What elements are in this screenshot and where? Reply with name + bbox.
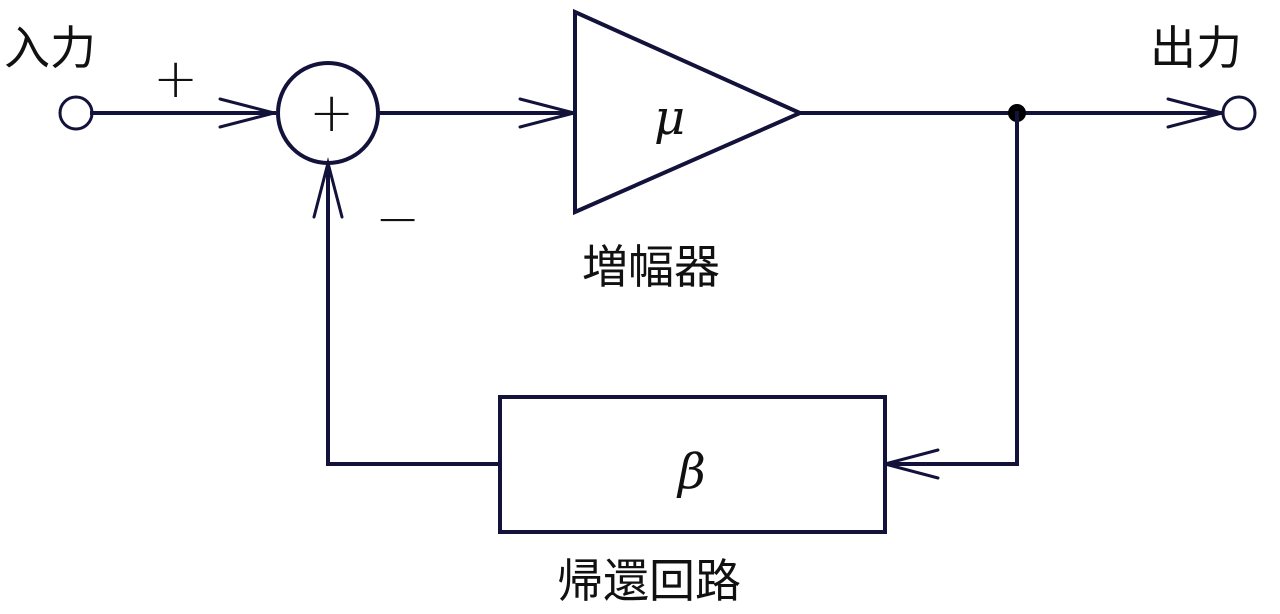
summing-plus-symbol: + bbox=[309, 81, 354, 144]
output-terminal bbox=[1221, 95, 1257, 131]
amplifier-triangle bbox=[573, 8, 805, 216]
feedback-network-box bbox=[498, 395, 887, 534]
plus-sign-label: + bbox=[153, 47, 198, 110]
input-label: 入力 bbox=[4, 21, 96, 75]
feedback-symbol: β bbox=[676, 444, 706, 500]
output-label: 出力 bbox=[1150, 21, 1242, 75]
feedback-return-wire bbox=[883, 111, 1019, 466]
minus-sign-label: − bbox=[375, 187, 420, 250]
feedback-sum-arrow-icon bbox=[312, 157, 344, 219]
amplifier-symbol: μ bbox=[654, 90, 685, 146]
amplifier-label: 増幅器 bbox=[582, 240, 720, 294]
feedback-label: 帰還回路 bbox=[557, 554, 741, 608]
feedback-to-sum-wire bbox=[326, 161, 502, 466]
input-arrow-icon bbox=[218, 97, 280, 129]
input-terminal bbox=[58, 95, 94, 131]
